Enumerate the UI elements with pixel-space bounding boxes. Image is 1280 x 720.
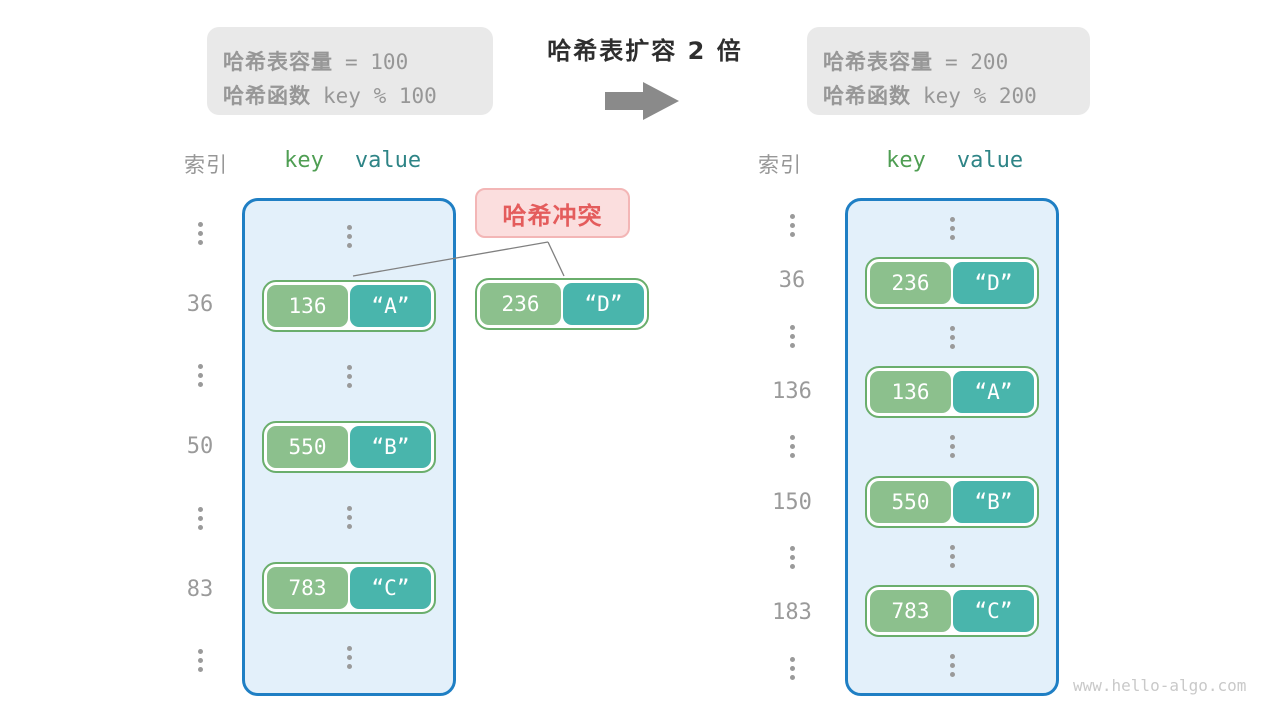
ellipsis-dots (949, 326, 955, 350)
value-box: “A” (350, 285, 431, 328)
ellipsis-dots (346, 365, 352, 389)
value-box: “B” (350, 425, 431, 468)
kv-pair: 783 “C” (865, 584, 1039, 637)
collision-label: 哈希冲突 (475, 188, 630, 238)
index-value: 50 (186, 434, 214, 460)
info-box-after: 哈希表容量 = 200 哈希函数 key % 200 (807, 27, 1090, 115)
hash-fn-label: 哈希函数 (223, 84, 311, 108)
key-box: 136 (870, 371, 951, 414)
index-value: 83 (186, 576, 214, 602)
value-box: “C” (350, 566, 431, 609)
transition-title: 哈希表扩容 2 倍 (547, 37, 743, 65)
hash-fn-value: key % 200 (923, 84, 1037, 108)
value-header-before: value (354, 148, 422, 173)
right-block-arrow-icon (605, 82, 679, 124)
ellipsis-dots (949, 544, 955, 568)
collision-kv-pair: 236 “D” (475, 278, 649, 330)
capacity-value: = 100 (345, 50, 409, 74)
index-value: 183 (772, 600, 812, 626)
key-header-before: key (284, 148, 324, 173)
ellipsis-dots (789, 214, 795, 238)
info-box-before: 哈希表容量 = 100 哈希函数 key % 100 (207, 27, 493, 115)
capacity-label: 哈希表容量 (823, 50, 933, 74)
hash-fn-label: 哈希函数 (823, 84, 911, 108)
ellipsis-dots (789, 435, 795, 459)
kv-pair: 136 “A” (262, 280, 436, 333)
ellipsis-dots (346, 646, 352, 670)
hash-fn-value: key % 100 (323, 84, 437, 108)
capacity-value: = 200 (945, 50, 1009, 74)
index-column-before: 36 50 83 (168, 198, 232, 696)
value-header-after: value (956, 148, 1024, 173)
index-value: 150 (772, 489, 812, 515)
ellipsis-dots (789, 324, 795, 348)
capacity-line: 哈希表容量 = 100 (223, 46, 493, 76)
capacity-label: 哈希表容量 (223, 50, 333, 74)
hash-table-before: 136 “A” 550 “B” 783 “C” (242, 198, 456, 696)
key-box: 136 (267, 285, 348, 328)
value-box: “B” (953, 480, 1034, 523)
watermark: www.hello-algo.com (1073, 676, 1247, 695)
kv-pair: 783 “C” (262, 561, 436, 614)
index-column-after: 36 136 150 183 (760, 198, 824, 696)
ellipsis-dots (789, 546, 795, 570)
ellipsis-dots (789, 656, 795, 680)
value-box: “A” (953, 371, 1034, 414)
kv-pair: 550 “B” (865, 475, 1039, 528)
hash-fn-line: 哈希函数 key % 200 (823, 80, 1090, 110)
ellipsis-dots (346, 505, 352, 529)
index-value: 36 (186, 292, 214, 318)
ellipsis-dots (949, 216, 955, 240)
ellipsis-dots (346, 224, 352, 248)
key-box: 236 (870, 261, 951, 304)
ellipsis-dots (197, 648, 203, 672)
ellipsis-dots (949, 654, 955, 678)
hash-fn-line: 哈希函数 key % 100 (223, 80, 493, 110)
ellipsis-dots (197, 364, 203, 388)
key-box: 236 (480, 283, 561, 325)
index-value: 136 (772, 379, 812, 405)
index-header-before: 索引 (184, 153, 228, 177)
index-value: 36 (778, 268, 806, 294)
key-box: 550 (267, 425, 348, 468)
value-box: “D” (953, 261, 1034, 304)
hash-table-after: 236 “D” 136 “A” 550 “B” 783 “C” (845, 198, 1059, 696)
kv-pair: 136 “A” (865, 366, 1039, 419)
value-box: “D” (563, 283, 644, 325)
kv-pair: 550 “B” (262, 420, 436, 473)
key-box: 783 (870, 589, 951, 632)
ellipsis-dots (197, 506, 203, 530)
key-box: 550 (870, 480, 951, 523)
ellipsis-dots (197, 222, 203, 246)
index-header-after: 索引 (758, 153, 802, 177)
key-box: 783 (267, 566, 348, 609)
ellipsis-dots (949, 435, 955, 459)
value-box: “C” (953, 589, 1034, 632)
capacity-line: 哈希表容量 = 200 (823, 46, 1090, 76)
key-header-after: key (886, 148, 926, 173)
kv-pair: 236 “D” (865, 256, 1039, 309)
